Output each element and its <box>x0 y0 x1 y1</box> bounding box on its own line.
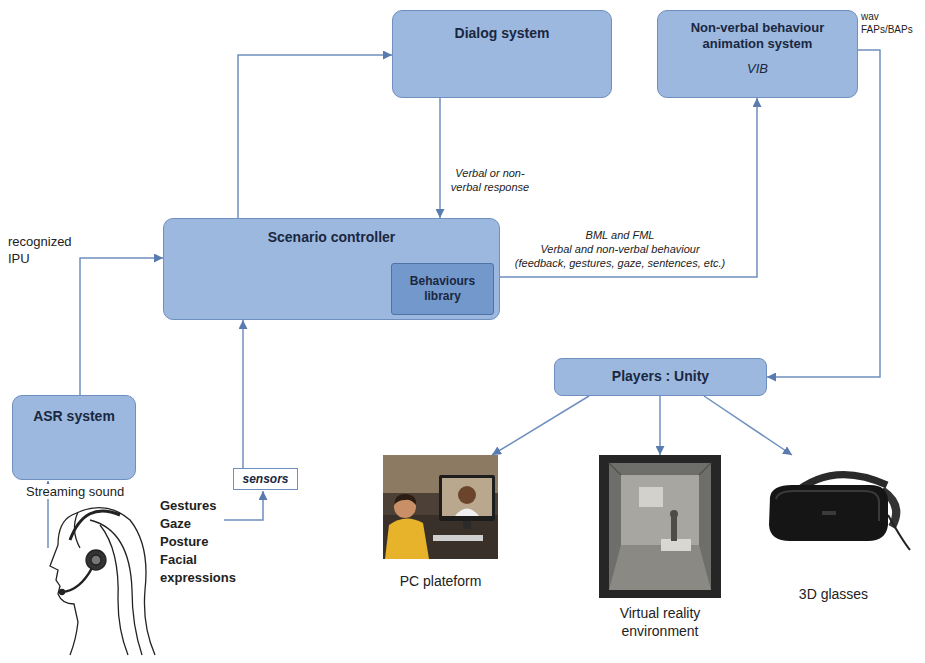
pc-photo <box>455 509 479 517</box>
pc-photo <box>383 515 498 559</box>
sensor-input-arrow <box>224 491 263 520</box>
node-title: sensors <box>242 472 288 487</box>
flow-arrow <box>242 320 244 468</box>
vr-photo <box>599 455 721 598</box>
flow-arrow <box>492 396 589 455</box>
pc-photo <box>394 494 416 505</box>
photo-caption: PC plateform <box>376 573 506 591</box>
sensor-box: sensors <box>233 468 298 490</box>
headset-photo <box>752 455 915 555</box>
pc-photo <box>458 486 476 504</box>
vr-photo <box>670 510 678 518</box>
flow-arrow <box>767 50 880 377</box>
pc-photo <box>383 455 498 559</box>
headset-photo <box>822 511 836 515</box>
user-head-icon <box>70 511 120 540</box>
process-box: Non-verbal behaviour animation systemVIB <box>657 10 858 98</box>
headset-photo <box>769 485 888 541</box>
flow-arrow <box>659 396 661 455</box>
node-title: Players : Unity <box>612 368 709 386</box>
photo-caption: 3D glasses <box>764 586 904 604</box>
flow-arrow <box>500 98 757 277</box>
node-title: Non-verbal behaviour animation system <box>666 20 849 53</box>
process-box: ASR system <box>12 395 136 480</box>
user-head-icon <box>90 520 142 655</box>
input-label: Facial expressions <box>160 551 240 587</box>
headset-photo <box>776 491 879 521</box>
vr-photo <box>609 463 711 475</box>
vr-photo <box>609 545 711 590</box>
user-head-icon <box>72 508 155 655</box>
pc-photo <box>433 535 483 541</box>
flow-arrow <box>704 396 792 455</box>
process-box: Dialog system <box>392 10 612 98</box>
controller-box: Scenario controllerBehaviours library <box>163 218 500 320</box>
node-title: ASR system <box>33 408 115 426</box>
edge-label: wav FAPs/BAPs <box>861 10 921 36</box>
edge-label: BML and FML <box>500 228 740 242</box>
user-head-icon <box>100 525 128 655</box>
platform-photo: Virtual reality environment <box>599 455 721 598</box>
pc-photo <box>439 475 495 521</box>
vr-photo <box>599 455 721 598</box>
user-head-icon <box>60 590 65 595</box>
headset-photo <box>752 455 915 555</box>
user-head-icon <box>50 515 78 655</box>
platform-photo: 3D glasses <box>752 455 915 555</box>
flow-arrow <box>238 55 392 218</box>
vr-photo <box>621 475 699 545</box>
connectors <box>80 50 880 468</box>
vr-photo <box>671 517 677 541</box>
node-title: Behaviours library <box>396 274 489 304</box>
edge-label: Verbal or non-verbal response <box>450 166 530 195</box>
pc-photo <box>463 521 471 529</box>
user-head-icon <box>63 568 92 592</box>
input-label: Posture <box>160 533 240 551</box>
flow-arrow <box>439 98 441 218</box>
user-head-icon <box>50 508 155 655</box>
node-title: VIB <box>747 61 768 77</box>
vr-photo <box>609 463 711 590</box>
node-title: Dialog system <box>455 25 550 43</box>
node-title: Scenario controller <box>268 229 396 247</box>
user-head-icon <box>86 550 106 570</box>
library-box: Behaviours library <box>391 263 494 315</box>
pc-photo <box>442 478 492 516</box>
message-note: (feedback, gestures, gaze, sentences, et… <box>500 256 740 270</box>
input-label: Gestures <box>160 497 240 515</box>
message-note: Verbal and non-verbal behaviour <box>500 242 740 256</box>
photo-caption: Virtual reality environment <box>600 605 720 640</box>
flow-arrow <box>80 258 163 395</box>
pc-photo <box>385 518 429 559</box>
vr-photo <box>639 487 663 507</box>
user-head-icon <box>91 555 101 565</box>
player-box: Players : Unity <box>554 358 767 396</box>
stream-label: Streaming sound <box>24 484 126 499</box>
headset-photo <box>888 515 910 550</box>
input-label: Gaze <box>160 515 240 533</box>
platform-photo: PC plateform <box>383 455 498 559</box>
pc-photo <box>383 455 498 559</box>
edge-label: recognized IPU <box>8 234 74 268</box>
